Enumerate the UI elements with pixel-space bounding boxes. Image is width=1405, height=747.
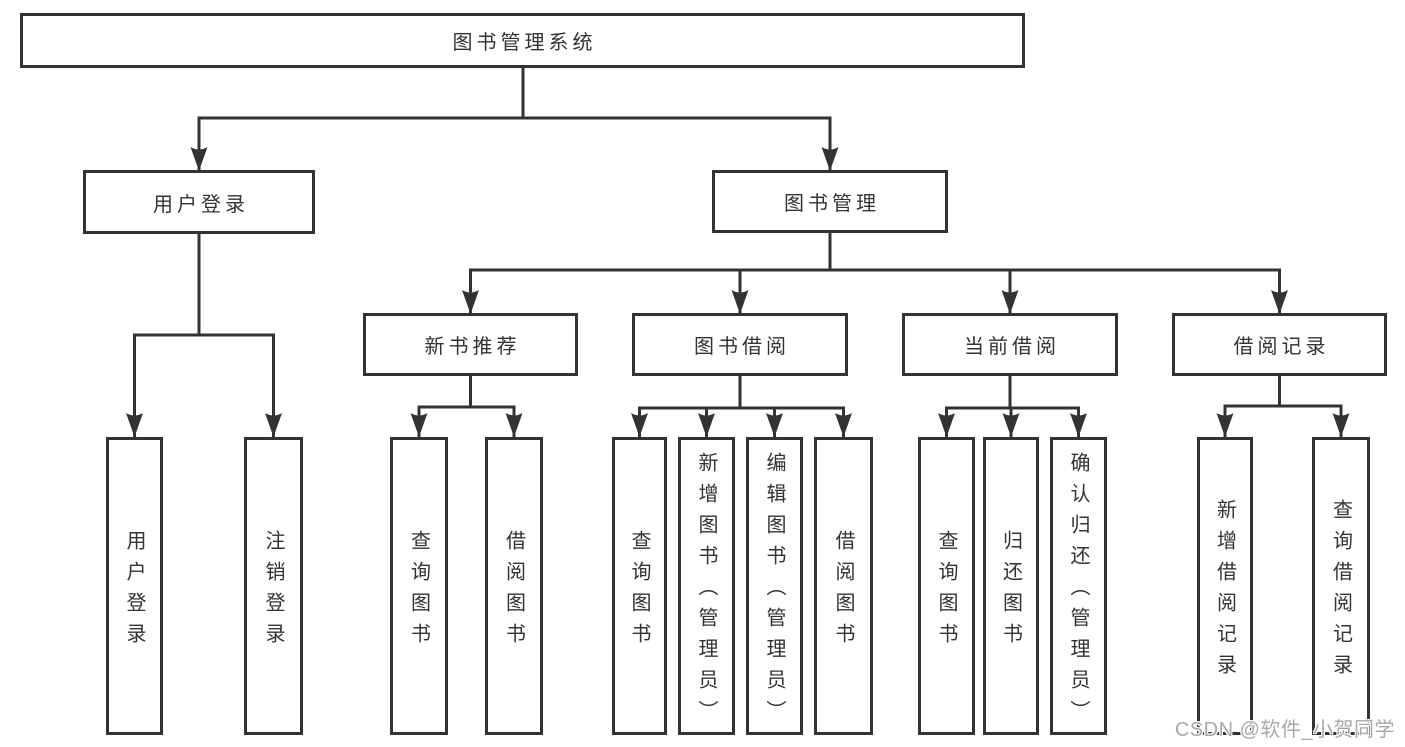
leaf-label: 新增图书（管理员） <box>695 452 717 731</box>
node-book-management: 图书管理 <box>712 170 948 233</box>
leaf-label: 注销登录 <box>262 529 284 654</box>
leaf-label: 确认归还（管理员） <box>1067 452 1089 731</box>
node-user-login: 用户登录 <box>83 170 315 234</box>
leaf-query-books-borrow: 查询图书 <box>612 437 667 735</box>
leaf-query-books-current: 查询图书 <box>918 437 975 735</box>
leaf-user-login: 用户登录 <box>106 437 163 735</box>
node-borrow-records: 借阅记录 <box>1172 313 1387 376</box>
leaf-add-book-admin: 新增图书（管理员） <box>678 437 735 735</box>
leaf-query-books-recommend: 查询图书 <box>390 437 448 735</box>
leaf-borrow-books-recommend: 借阅图书 <box>485 437 543 735</box>
node-label: 图书管理 <box>784 193 880 215</box>
leaf-label: 查询借阅记录 <box>1329 498 1352 685</box>
node-book-borrow: 图书借阅 <box>632 313 848 376</box>
leaf-label: 借阅图书 <box>502 529 525 654</box>
leaf-confirm-return-admin: 确认归还（管理员） <box>1050 437 1107 735</box>
leaf-return-book: 归还图书 <box>983 437 1039 735</box>
leaf-label: 归还图书 <box>999 529 1022 654</box>
leaf-label: 借阅图书 <box>832 529 854 654</box>
node-label: 图书借阅 <box>694 336 790 358</box>
node-label: 新书推荐 <box>424 336 521 358</box>
leaf-logout: 注销登录 <box>244 437 303 735</box>
node-label: 借阅记录 <box>1233 336 1330 358</box>
leaf-label: 查询图书 <box>935 529 957 654</box>
csdn-watermark: CSDN @软件_小贺同学 <box>1174 719 1395 741</box>
node-library-system: 图书管理系统 <box>20 13 1025 68</box>
leaf-label: 编辑图书（管理员） <box>763 452 785 731</box>
node-new-book-recommend: 新书推荐 <box>363 313 578 376</box>
node-label: 图书管理系统 <box>452 32 597 54</box>
leaf-add-borrow-record: 新增借阅记录 <box>1197 437 1253 735</box>
leaf-label: 查询图书 <box>407 529 430 654</box>
node-label: 当前借阅 <box>964 336 1060 358</box>
leaf-label: 用户登录 <box>123 529 145 654</box>
leaf-label: 新增借阅记录 <box>1213 498 1236 685</box>
leaf-label: 查询图书 <box>628 529 650 654</box>
leaf-borrow-books: 借阅图书 <box>814 437 873 735</box>
node-current-borrow: 当前借阅 <box>902 313 1118 376</box>
leaf-query-borrow-record: 查询借阅记录 <box>1312 437 1370 735</box>
leaf-edit-book-admin: 编辑图书（管理员） <box>746 437 803 735</box>
node-label: 用户登录 <box>153 193 249 216</box>
